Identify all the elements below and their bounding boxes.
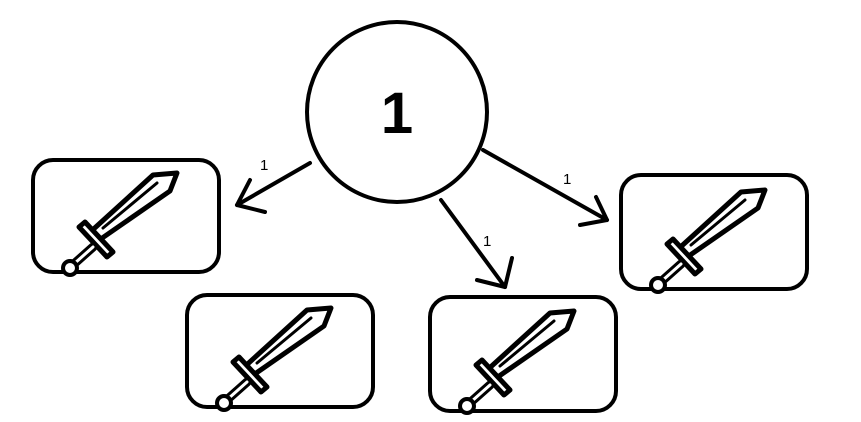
edge-to-sword-1: 1 [235,157,312,214]
center-node: 1 [305,20,489,204]
edge-label: 1 [260,157,268,174]
sword-node-3 [428,295,618,413]
sword-node-4 [619,173,809,292]
edge-to-sword-3: 1 [481,148,609,227]
edge-to-sword-2: 1 [439,198,514,289]
sword-node-1 [31,158,221,275]
center-node-label: 1 [381,81,413,146]
sword-node-2 [185,293,375,410]
edge-label: 1 [563,171,571,188]
edge-label: 1 [483,233,491,250]
